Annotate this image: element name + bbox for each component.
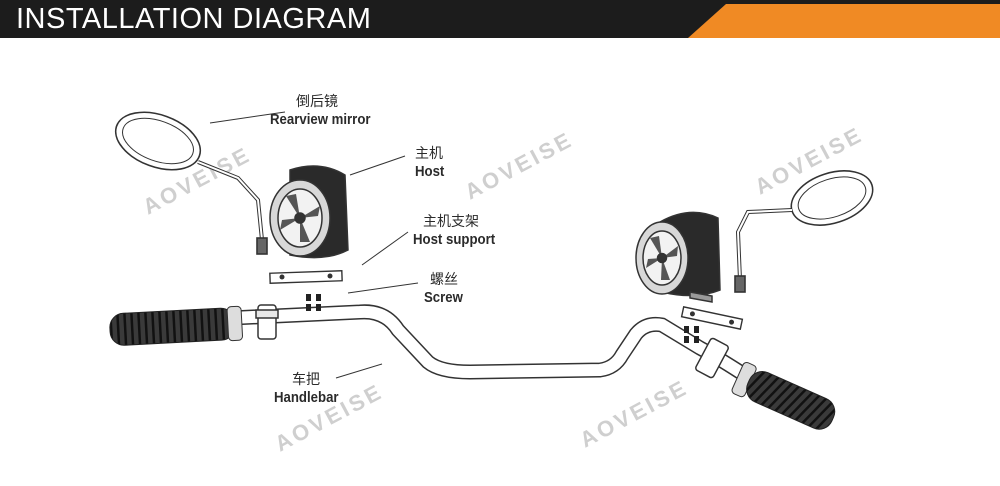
right-host	[635, 211, 721, 303]
label-handlebar: 车把 Handlebar	[274, 372, 347, 407]
label-host-cn: 主机	[415, 146, 443, 162]
right-host-support	[680, 306, 744, 330]
watermarks: AOVEISE AOVEISE AOVEISE AOVEISE AOVEISE	[139, 122, 868, 457]
header-bar	[0, 0, 1000, 38]
leader-rearview-mirror	[209, 111, 286, 124]
label-rearview-mirror-en: Rearview mirror	[270, 111, 371, 128]
watermark-2: AOVEISE	[461, 127, 578, 205]
leader-lines	[209, 111, 419, 379]
right-screws	[684, 326, 699, 343]
label-handlebar-cn: 车把	[292, 372, 320, 388]
leader-host	[349, 155, 406, 176]
right-grip	[731, 361, 836, 430]
leader-host-support	[361, 231, 409, 266]
label-host-support-en: Host support	[413, 231, 496, 248]
left-mirror	[114, 111, 268, 255]
header-accent-stripe	[688, 4, 1000, 38]
left-host-support	[269, 270, 343, 284]
handlebar	[224, 304, 748, 380]
label-host-support-cn: 主机支架	[423, 214, 479, 230]
installation-diagram: AOVEISE AOVEISE AOVEISE AOVEISE AOVEISE	[109, 111, 874, 457]
label-host-en: Host	[415, 163, 445, 180]
leader-screw	[347, 282, 419, 294]
label-screw-cn: 螺丝	[430, 272, 458, 288]
label-handlebar-en: Handlebar	[274, 389, 339, 406]
label-screw: 螺丝 Screw	[424, 272, 468, 307]
label-host-support: 主机支架 Host support	[413, 214, 506, 249]
left-host	[269, 165, 349, 259]
label-host: 主机 Host	[415, 146, 448, 181]
leader-handlebar	[335, 363, 383, 379]
right-mirror	[734, 170, 874, 293]
left-screws	[306, 294, 321, 311]
left-grip	[109, 305, 244, 346]
label-rearview-mirror: 倒后镜 Rearview mirror	[270, 94, 384, 129]
label-screw-en: Screw	[424, 289, 463, 306]
watermark-5: AOVEISE	[576, 375, 693, 453]
label-rearview-mirror-cn: 倒后镜	[296, 94, 338, 110]
page-title: INSTALLATION DIAGRAM	[16, 3, 372, 35]
